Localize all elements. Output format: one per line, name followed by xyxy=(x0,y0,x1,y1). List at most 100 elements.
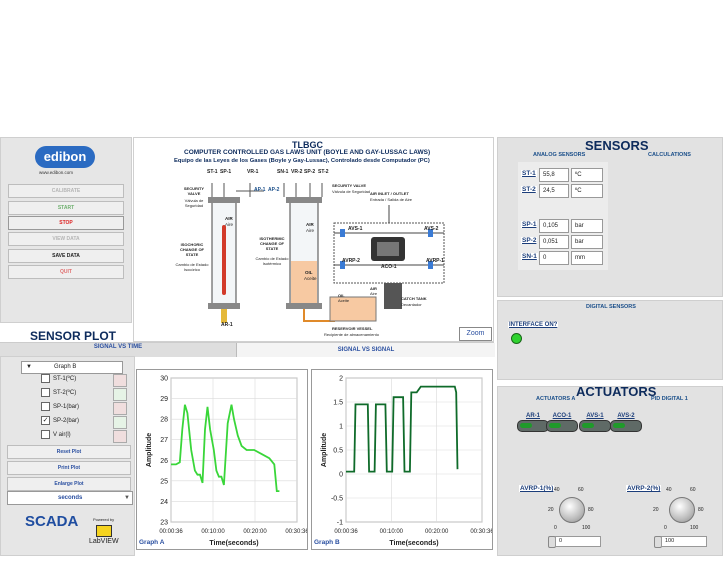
graph-select-arrow-icon: ▼ xyxy=(26,364,32,370)
checkbox-icon xyxy=(41,401,50,411)
ar1-toggle[interactable]: AR-1 xyxy=(516,413,550,437)
label-ap1: AP-1 xyxy=(254,187,266,193)
x-tick-label: 00:10:00 xyxy=(380,529,404,535)
y-tick-label: 25 xyxy=(160,478,168,485)
label-safety-valve-right: SECURITY VALVE xyxy=(332,183,367,188)
graph-a-title: Graph A xyxy=(139,539,165,546)
knob1-tick-80: 80 xyxy=(588,507,594,513)
knob1-tick-40: 40 xyxy=(554,487,560,493)
tab-signal-vs-time[interactable]: SIGNAL VS TIME xyxy=(0,343,236,357)
x-tick-label: 00:20:00 xyxy=(243,529,267,535)
avs1-label: AVS-1 xyxy=(586,413,604,419)
unit-subtitle: Equipo de las Leyes de los Gases (Boyle … xyxy=(174,158,430,164)
line-style-icon-st1[interactable] xyxy=(113,374,127,387)
value-sn1: 0 xyxy=(539,251,569,265)
units-select[interactable]: seconds ▼ xyxy=(7,491,133,505)
sensors-panel: SENSORS ANALOG SENSORS CALCULATIONS ST-1… xyxy=(497,137,723,297)
avrp2-value[interactable]: 100 xyxy=(661,536,707,547)
enlarge-plot-button[interactable]: Enlarge Plot xyxy=(7,477,131,491)
knob2-tick-60: 60 xyxy=(690,487,696,493)
y-tick-label: 23 xyxy=(160,520,168,527)
label-air-2-es: Aire xyxy=(306,228,315,233)
x-tick-label: 00:30:36 xyxy=(285,529,307,535)
view-data-button[interactable]: VIEW DATA xyxy=(8,232,124,246)
avrp1-value[interactable]: 0 xyxy=(555,536,601,547)
reset-plot-button[interactable]: Reset Plot xyxy=(7,445,131,459)
plot-tab-bar: SIGNAL VS TIME SIGNAL VS SIGNAL xyxy=(0,342,495,357)
quit-button[interactable]: QUIT xyxy=(8,265,124,279)
y-tick-label: 1 xyxy=(339,424,343,431)
label-safety-valve-right-es: Válvula de Seguridad xyxy=(332,189,371,194)
calibrate-button[interactable]: CALIBRATE xyxy=(8,184,124,198)
label-catch-tank-es: Decantador xyxy=(401,302,422,307)
knob1-tick-20: 20 xyxy=(548,507,554,513)
interface-on-label: INTERFACE ON? xyxy=(508,322,559,328)
aco1-toggle[interactable]: ACO-1 xyxy=(545,413,579,437)
channel-sp1[interactable]: SP-1(bar) xyxy=(41,401,121,414)
graph-select[interactable]: ▼ Graph B xyxy=(21,361,123,374)
zoom-button[interactable]: Zoom xyxy=(459,327,492,341)
tab-actuators-a[interactable]: ACTUATORS A xyxy=(536,396,576,402)
line-style-icon-sp1[interactable] xyxy=(113,402,127,415)
label-sp2: SP-2 xyxy=(304,169,316,175)
stop-button[interactable]: STOP xyxy=(8,216,124,230)
line-style-icon-vair[interactable] xyxy=(113,430,127,443)
y-tick-label: -1 xyxy=(337,520,343,527)
label-safety-valve-left-es: Válvula de Seguridad xyxy=(184,198,204,208)
label-air-1-es: Aire xyxy=(225,222,234,227)
line-style-icon-sp2[interactable] xyxy=(113,416,127,429)
graph-b-title: Graph B xyxy=(314,539,340,546)
y-tick-label: 29 xyxy=(160,396,168,403)
x-axis-label: Time(seconds) xyxy=(209,540,258,547)
x-tick-label: 00:00:36 xyxy=(334,529,358,535)
avrp1-knob[interactable] xyxy=(559,497,585,523)
avs1-toggle[interactable]: AVS-1 xyxy=(578,413,612,437)
tab-analog-sensors[interactable]: ANALOG SENSORS xyxy=(533,152,586,158)
label-aco1: ACO-1 xyxy=(381,264,397,270)
channel-vair[interactable]: V air(l) xyxy=(41,429,121,442)
plot-area xyxy=(170,377,298,523)
interface-led-icon xyxy=(511,333,522,344)
print-plot-button[interactable]: Print Plot xyxy=(7,461,131,475)
avrp2-knob[interactable] xyxy=(669,497,695,523)
avs2-label: AVS-2 xyxy=(617,413,635,419)
control-panel: edibon www.edibon.com CALIBRATE START ST… xyxy=(0,137,132,323)
label-ap2: AP-2 xyxy=(268,187,280,193)
channel-st2[interactable]: ST-2(ºC) xyxy=(41,387,121,400)
line-style-icon-st2[interactable] xyxy=(113,388,127,401)
label-isothermic-es: Cambio de Estado Isotérmico xyxy=(255,256,289,266)
start-button[interactable]: START xyxy=(8,201,124,215)
value-sp2: 0,051 xyxy=(539,235,569,249)
graph-select-value: Graph B xyxy=(54,364,77,370)
channel-sp2[interactable]: ✓SP-2(bar) xyxy=(41,415,121,428)
process-diagram: TLBGC COMPUTER CONTROLLED GAS LAWS UNIT … xyxy=(133,137,494,342)
y-tick-label: 1.5 xyxy=(333,400,343,407)
channel-label: V air(l) xyxy=(53,432,71,438)
knob2-tick-80: 80 xyxy=(698,507,704,513)
y-tick-label: 0 xyxy=(339,472,343,479)
tag-st1: ST-1 xyxy=(521,170,537,177)
save-data-button[interactable]: SAVE DATA xyxy=(8,249,124,263)
tab-pid-digital-1[interactable]: PID DIGITAL 1 xyxy=(651,396,688,402)
sensors-title: SENSORS xyxy=(585,138,649,153)
tab-calculations[interactable]: CALCULATIONS xyxy=(648,152,691,158)
y-tick-label: -0.5 xyxy=(331,496,343,503)
unit-sp1: bar xyxy=(571,219,603,233)
knob2-tick-20: 20 xyxy=(653,507,659,513)
avs2-toggle[interactable]: AVS-2 xyxy=(609,413,643,437)
channel-st1[interactable]: ST-1(ºC) xyxy=(41,373,121,386)
aco1-switch-icon xyxy=(546,420,578,432)
label-air-inlet: AIR INLET / OUTLET xyxy=(370,191,409,196)
label-catch-tank: CATCH TANK xyxy=(401,296,427,301)
knob2-tick-40: 40 xyxy=(666,487,672,493)
y-tick-label: 28 xyxy=(160,417,168,424)
tab-signal-vs-signal[interactable]: SIGNAL VS SIGNAL xyxy=(236,343,495,357)
label-safety-valve-left: SECURITY VALVE xyxy=(183,186,205,196)
y-tick-label: 0.5 xyxy=(333,448,343,455)
x-tick-label: 00:30:36 xyxy=(470,529,492,535)
x-tick-label: 00:00:36 xyxy=(159,529,183,535)
channel-label: ST-2(ºC) xyxy=(53,390,77,396)
checkbox-icon xyxy=(41,429,50,439)
label-ar1: AR-1 xyxy=(221,322,233,328)
